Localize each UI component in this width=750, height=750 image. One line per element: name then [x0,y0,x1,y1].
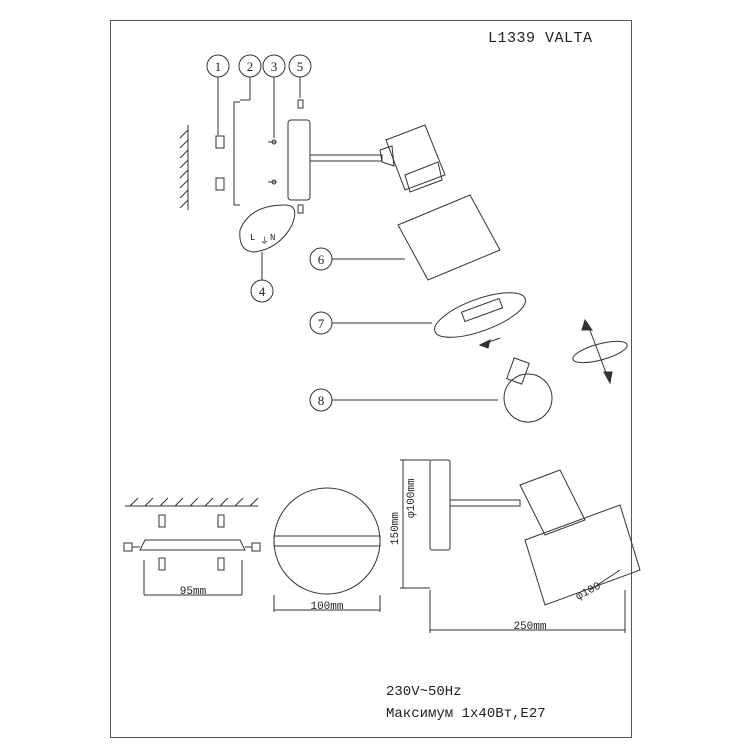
callout-7: 7 [309,311,432,335]
dim-phi100: φ100 [574,569,621,604]
rotation-symbol [572,318,628,385]
ceiling-hatch [125,497,259,507]
light-bulb [503,357,553,423]
base-plate-round: 100mm [273,487,381,613]
callout-5: 5 [288,54,312,78]
svg-text:φ100mm: φ100mm [406,478,418,518]
dim-phi100-vertical: φ100mm [406,478,418,518]
spec-power: 230V~50Hz [386,684,462,700]
svg-text:N: N [270,233,275,243]
side-view-lamp [429,459,641,606]
terminal-block: L ⏚ N [239,204,296,253]
lamp-head [385,124,446,193]
svg-text:250mm: 250mm [513,621,546,633]
shade [397,194,501,281]
svg-text:φ100: φ100 [574,581,603,604]
bracket-screws [268,139,277,185]
wall-hatch [179,125,189,210]
spec-max: Максимум 1x40Вт,E27 [386,706,546,722]
arm-rod [309,154,383,162]
wall-base [287,119,311,201]
bracket-bottom-screws [158,557,225,571]
dim-150mm: 150mm [390,459,430,589]
svg-text:⏚: ⏚ [260,236,269,247]
callout-8: 8 [309,388,498,412]
svg-text:5: 5 [297,59,304,74]
svg-text:6: 6 [318,252,325,267]
wall-dowels [215,135,225,191]
mounting-bracket [233,101,240,206]
retaining-ring [434,292,526,349]
callout-4: 4 [250,252,274,303]
drawing-frame [110,20,632,738]
callout-1: 1 [206,54,230,78]
cap-screw-top [297,99,304,214]
svg-text:8: 8 [318,393,325,408]
dim-95mm: 95mm [143,560,243,598]
dim-250mm: 250mm [429,590,626,633]
svg-text:95mm: 95mm [180,586,207,598]
callout-6: 6 [309,247,405,271]
bracket-plate [123,539,261,552]
svg-text:150mm: 150mm [390,512,402,545]
svg-text:L: L [250,233,255,243]
svg-text:100mm: 100mm [310,601,343,613]
svg-text:4: 4 [259,284,266,299]
svg-text:2: 2 [247,59,254,74]
callout-2: 2 [238,54,262,78]
callout-3: 3 [262,54,286,78]
bracket-dowels [158,514,225,528]
svg-text:3: 3 [271,59,278,74]
svg-text:1: 1 [215,59,222,74]
model-title: L1339 VALTA [488,30,593,47]
svg-text:7: 7 [318,316,325,331]
